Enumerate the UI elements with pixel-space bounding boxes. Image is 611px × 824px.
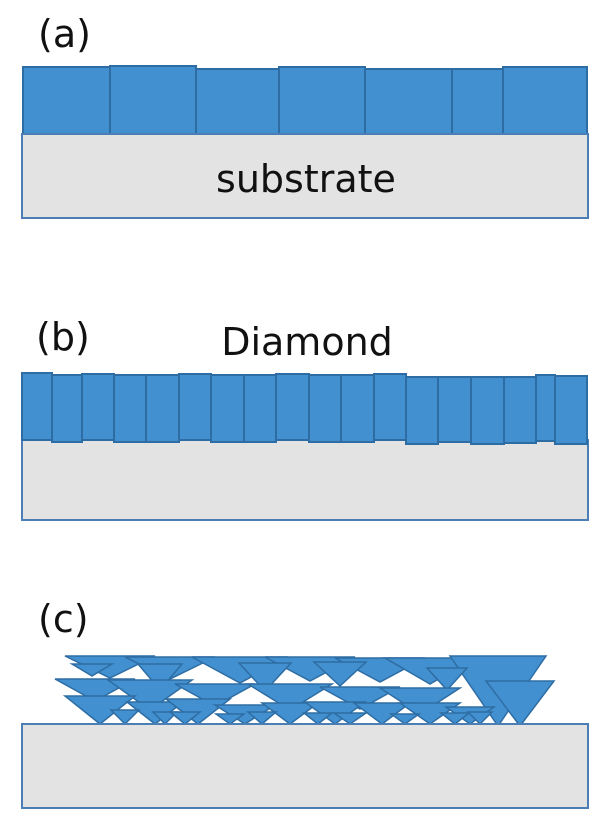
triangle-grain [213,713,247,725]
column-grain [278,66,366,137]
column-grain [243,374,277,443]
panel-b-label: (b) [36,315,90,359]
column-grain [364,68,453,138]
triangle-grain [245,711,279,725]
column-grain [22,66,111,135]
triangle-grain [167,711,203,725]
column-grain [81,373,115,441]
column-grain [470,376,505,445]
column-grain [275,373,310,441]
triangle-grain [136,663,184,692]
column-grain [308,374,342,443]
column-grain [535,374,556,442]
panel-a-substrate [21,133,589,219]
panel-a-substrate-label: substrate [216,157,396,201]
triangle-grain [245,683,335,711]
column-grain [145,374,180,443]
panel-c-grains [54,655,556,728]
triangle-grain [484,680,556,728]
panel-a-label: (a) [38,12,91,56]
column-grain [451,68,504,136]
column-grain [373,373,407,441]
panel-c: (c) [21,597,589,809]
column-grain [340,374,375,443]
column-grain [51,374,83,443]
triangle-grain [237,662,293,693]
triangle-grain [438,712,472,725]
column-grain [503,376,537,444]
triangle-grain [319,686,401,710]
column-grain [178,373,212,441]
panel-b-film-label: Diamond [221,320,393,364]
panel-a-grains [22,65,588,138]
triangle-grain [151,711,179,726]
triangle-grain [388,713,422,725]
triangle-grain [425,667,469,692]
panel-c-label: (c) [38,597,89,641]
triangle-grain [466,711,494,726]
panel-b-substrate [21,439,589,521]
triangle-grain [109,709,141,726]
panel-b-grains [21,372,588,445]
panel-c-substrate [21,723,589,809]
triangle-grain [69,663,115,677]
triangle-grain [301,712,335,725]
triangle-grain [174,683,256,707]
column-grain [405,376,439,445]
panel-a: (a) substrate [21,12,589,219]
column-grain [109,65,197,135]
triangle-grain [105,679,195,711]
column-grain [113,374,147,443]
triangle-grain [331,712,369,725]
column-grain [437,376,472,443]
column-grain [210,374,245,443]
column-grain [502,66,588,136]
column-grain [554,375,588,445]
triangle-grain [312,661,368,688]
column-grain [21,372,53,441]
panel-b: (b) Diamond [21,315,589,521]
column-grain [195,68,280,138]
triangle-grain [377,687,463,715]
